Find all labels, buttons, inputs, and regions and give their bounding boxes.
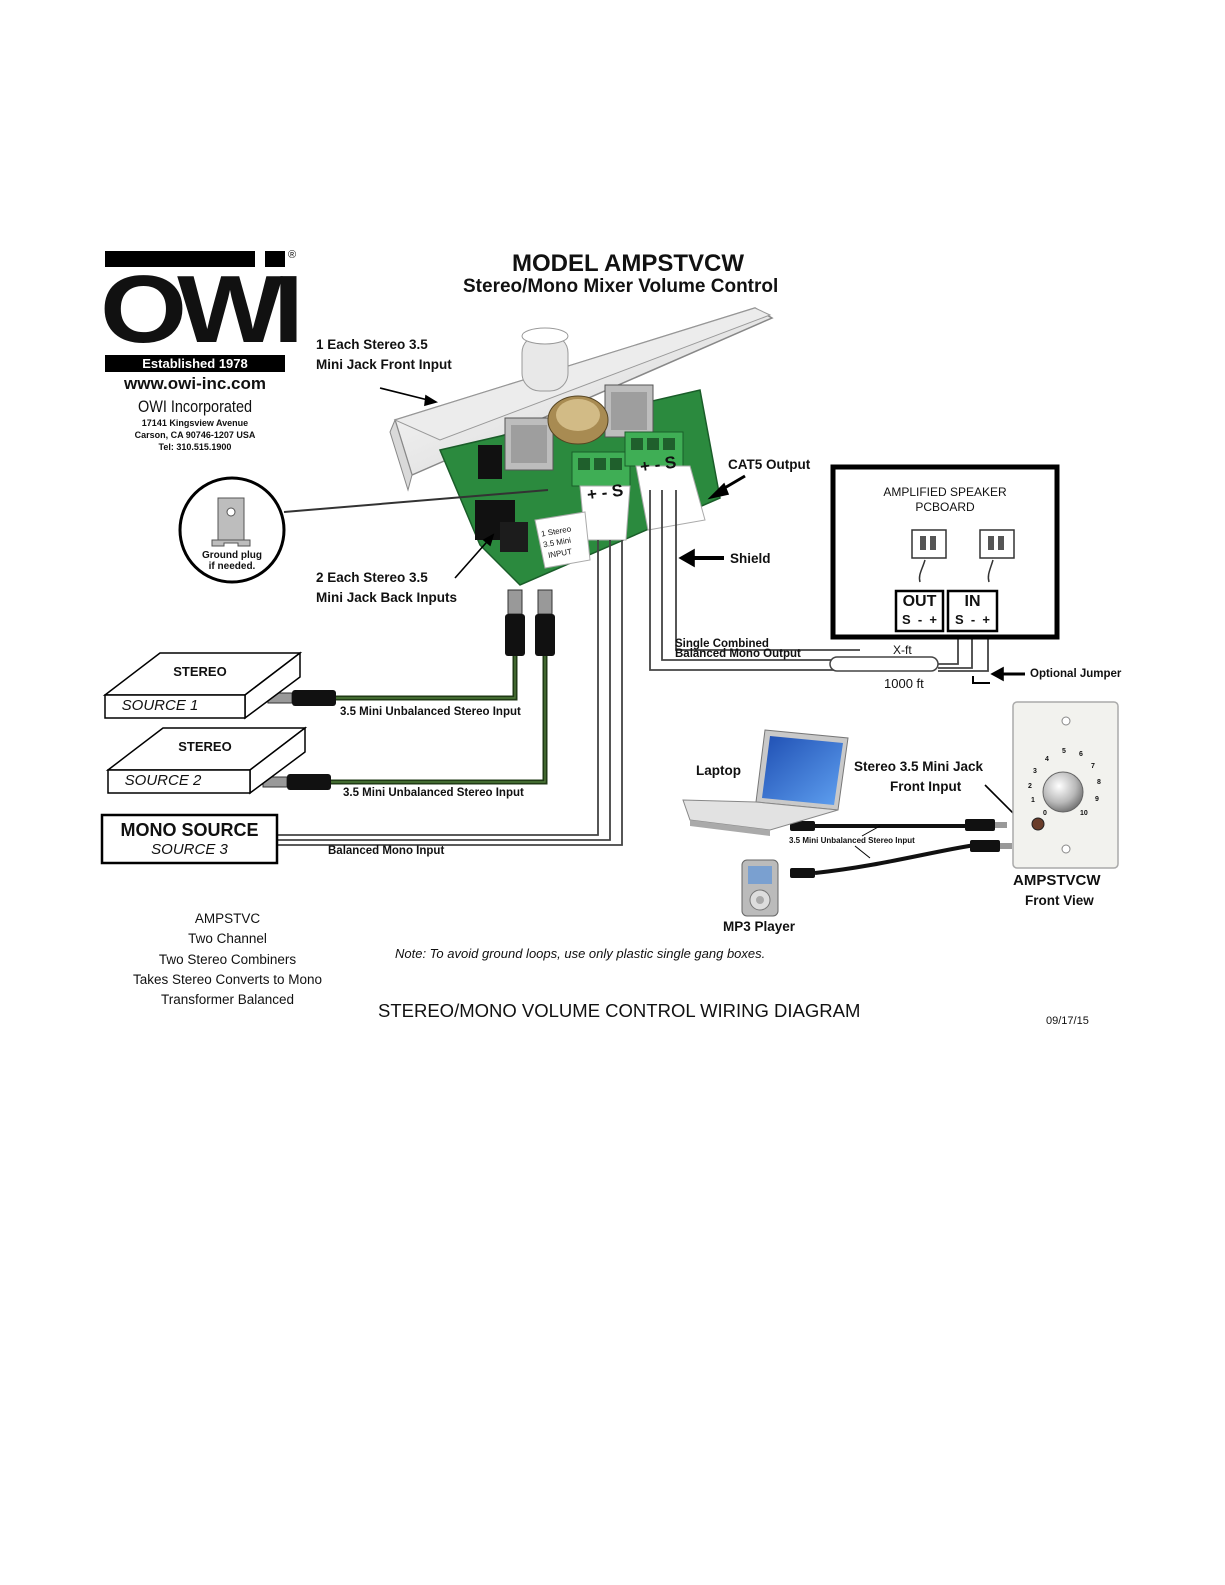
ground-loop-note: Note: To avoid ground loops, use only pl… bbox=[395, 946, 766, 961]
page-subtitle: Stereo/Mono Mixer Volume Control bbox=[463, 276, 779, 297]
feature-item: AMPSTVC bbox=[194, 911, 261, 926]
front-view-label: Front View bbox=[1025, 893, 1094, 908]
unbalanced-input-label-2: 3.5 Mini Unbalanced Stereo Input bbox=[343, 787, 524, 799]
phone-text: Tel: 310.515.1900 bbox=[158, 442, 232, 452]
source1-top-label: STEREO bbox=[173, 664, 227, 679]
source1-name: SOURCE 1 bbox=[121, 697, 199, 714]
knob-scale-7: 7 bbox=[1091, 763, 1095, 770]
speaker-pcboard-graphic bbox=[830, 464, 1060, 640]
speaker-out-label: OUT bbox=[902, 593, 937, 610]
feature-item: Two Stereo Combiners bbox=[158, 951, 297, 967]
back-inputs-label-2: Mini Jack Back Inputs bbox=[316, 590, 458, 605]
shield-label: Shield bbox=[730, 551, 771, 566]
speaker-title-1: AMPLIFIED SPEAKER bbox=[883, 485, 1007, 499]
source2-top-label: STEREO bbox=[178, 739, 232, 754]
ground-plug-graphic bbox=[178, 476, 549, 584]
page-title: MODEL AMPSTVCW bbox=[512, 250, 744, 277]
feature-item: Takes Stereo Converts to Mono bbox=[132, 971, 323, 987]
knob-scale-4: 4 bbox=[1045, 756, 1049, 763]
knob-scale-10: 10 bbox=[1080, 810, 1088, 817]
speaker-in-label: IN bbox=[964, 593, 981, 610]
knob-scale-5: 5 bbox=[1062, 748, 1066, 755]
laptop-graphic bbox=[682, 729, 849, 836]
logo-wordmark: OWI bbox=[100, 256, 304, 363]
back-inputs-label-1: 2 Each Stereo 3.5 bbox=[316, 570, 428, 585]
mixer-module-graphic bbox=[389, 307, 774, 586]
speaker-in-pins: S - + bbox=[954, 612, 991, 627]
speaker-out-pins: S - + bbox=[901, 612, 938, 627]
ground-plug-label-2: if needed. bbox=[208, 561, 256, 572]
front-jack-label-1: Stereo 3.5 Mini Jack bbox=[854, 759, 984, 774]
1000ft-label: 1000 ft bbox=[884, 676, 924, 691]
address-line-2: Carson, CA 90746-1207 USA bbox=[134, 430, 256, 440]
feature-item: Transformer Balanced bbox=[160, 992, 295, 1008]
company-name: OWI Incorporated bbox=[137, 397, 253, 416]
source2-name: SOURCE 2 bbox=[124, 772, 202, 789]
ground-plug-label-1: Ground plug bbox=[202, 550, 262, 561]
cat5-output-label: CAT5 Output bbox=[728, 457, 811, 472]
knob-scale-3: 3 bbox=[1033, 768, 1037, 775]
knob-scale-1: 1 bbox=[1031, 797, 1035, 804]
optional-jumper-label: Optional Jumper bbox=[1030, 668, 1122, 680]
feature-list: AMPSTVC Two Channel Two Stereo Combiners… bbox=[100, 909, 355, 1010]
registered-mark: ® bbox=[288, 249, 297, 261]
knob-scale-0: 0 bbox=[1043, 810, 1047, 817]
source3-top-label: MONO SOURCE bbox=[120, 820, 259, 840]
single-combined-label-1: Single Combined bbox=[675, 638, 769, 650]
knob-scale-9: 9 bbox=[1095, 796, 1099, 803]
label-arrows bbox=[379, 387, 1028, 828]
knob-scale-6: 6 bbox=[1079, 751, 1083, 758]
knob-scale-2: 2 bbox=[1028, 783, 1032, 790]
balanced-mono-input-label: Balanced Mono Input bbox=[328, 845, 445, 857]
unbalanced-input-label-1: 3.5 Mini Unbalanced Stereo Input bbox=[340, 706, 521, 718]
wiring bbox=[278, 490, 990, 875]
mini-jack-plugs bbox=[262, 589, 1012, 878]
address-line-1: 17141 Kingsview Avenue bbox=[141, 418, 249, 428]
diagram-date: 09/17/15 bbox=[1046, 1015, 1089, 1027]
xft-label: X-ft bbox=[893, 643, 912, 657]
front-input-label-2: Mini Jack Front Input bbox=[316, 357, 452, 372]
mp3-player-graphic bbox=[741, 859, 779, 917]
front-view-model: AMPSTVCW bbox=[1013, 872, 1101, 889]
feature-item: Two Channel bbox=[188, 931, 267, 947]
single-combined-label-2: Balanced Mono Output bbox=[675, 648, 801, 660]
knob-scale-8: 8 bbox=[1097, 779, 1101, 786]
source3-name: SOURCE 3 bbox=[151, 841, 228, 858]
front-plate-graphic bbox=[1012, 701, 1119, 869]
website-text: www.owi-inc.com bbox=[124, 374, 266, 393]
mp3-player-label: MP3 Player bbox=[723, 919, 796, 934]
speaker-title-2: PCBOARD bbox=[915, 500, 975, 514]
established-text: Established 1978 bbox=[142, 356, 248, 371]
footer-title: STEREO/MONO VOLUME CONTROL WIRING DIAGRA… bbox=[378, 1000, 861, 1021]
front-jack-label-2: Front Input bbox=[890, 779, 962, 794]
laptop-label: Laptop bbox=[696, 763, 741, 778]
front-input-label-1: 1 Each Stereo 3.5 bbox=[316, 337, 428, 352]
owi-logo-graphic bbox=[105, 251, 285, 372]
small-unbalanced-label: 3.5 Mini Unbalanced Stereo Input bbox=[789, 836, 915, 845]
source-boxes-graphic bbox=[100, 651, 308, 865]
